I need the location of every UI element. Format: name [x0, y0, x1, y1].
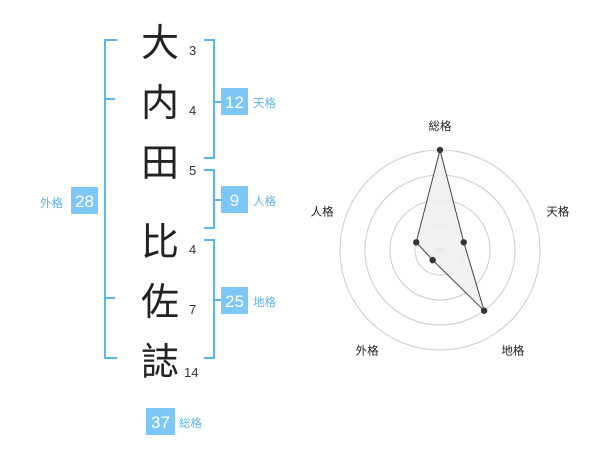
jinkaku-bracket	[204, 169, 215, 229]
tenkaku-label: 天格	[253, 96, 276, 110]
chikaku-badge	[221, 287, 248, 314]
gaikaku-badge	[71, 187, 98, 214]
radar-axis-label: 外格	[356, 343, 379, 357]
chikaku-label: 地格	[253, 295, 276, 309]
chikaku-bracket	[204, 239, 215, 359]
radar-point	[436, 146, 444, 154]
radar-axis-label: 総格	[429, 119, 452, 133]
name-char: 比	[141, 220, 179, 264]
radar-point	[429, 256, 436, 264]
radar-series	[413, 146, 488, 314]
tenkaku-badge	[221, 88, 248, 115]
jinkaku-label: 人格	[253, 194, 276, 208]
gaikaku-bracket	[104, 39, 117, 359]
soukaku-value: 37	[151, 413, 170, 432]
soukaku-badge	[146, 408, 175, 435]
soukaku-label: 総格	[179, 416, 202, 430]
jinkaku-badge	[221, 186, 248, 213]
name-char: 田	[141, 141, 179, 185]
radar-point	[480, 307, 488, 314]
gaikaku-label: 外格	[40, 196, 63, 210]
stroke-count: 7	[189, 302, 196, 317]
stroke-count: 14	[184, 365, 198, 380]
radar-point	[413, 239, 420, 246]
stroke-count: 3	[189, 43, 196, 58]
name-char: 大	[141, 21, 179, 65]
radar-axis-label: 地格	[501, 343, 524, 357]
gaikaku-value: 28	[75, 192, 94, 211]
chikaku-value: 25	[225, 292, 244, 311]
jinkaku-value: 9	[230, 191, 239, 210]
stroke-count: 4	[189, 103, 196, 118]
name-char: 誌	[141, 340, 179, 384]
tenkaku-value: 12	[225, 93, 244, 112]
stroke-count: 5	[189, 163, 196, 178]
radar-axis-label: 人格	[311, 205, 334, 219]
stroke-count: 4	[189, 242, 196, 257]
tenkaku-bracket	[204, 39, 215, 159]
radar-point	[460, 239, 467, 246]
radar-axis-label: 天格	[546, 205, 569, 219]
name-char: 内	[141, 81, 179, 125]
radar-area	[415, 149, 485, 312]
name-char: 佐	[141, 280, 179, 324]
